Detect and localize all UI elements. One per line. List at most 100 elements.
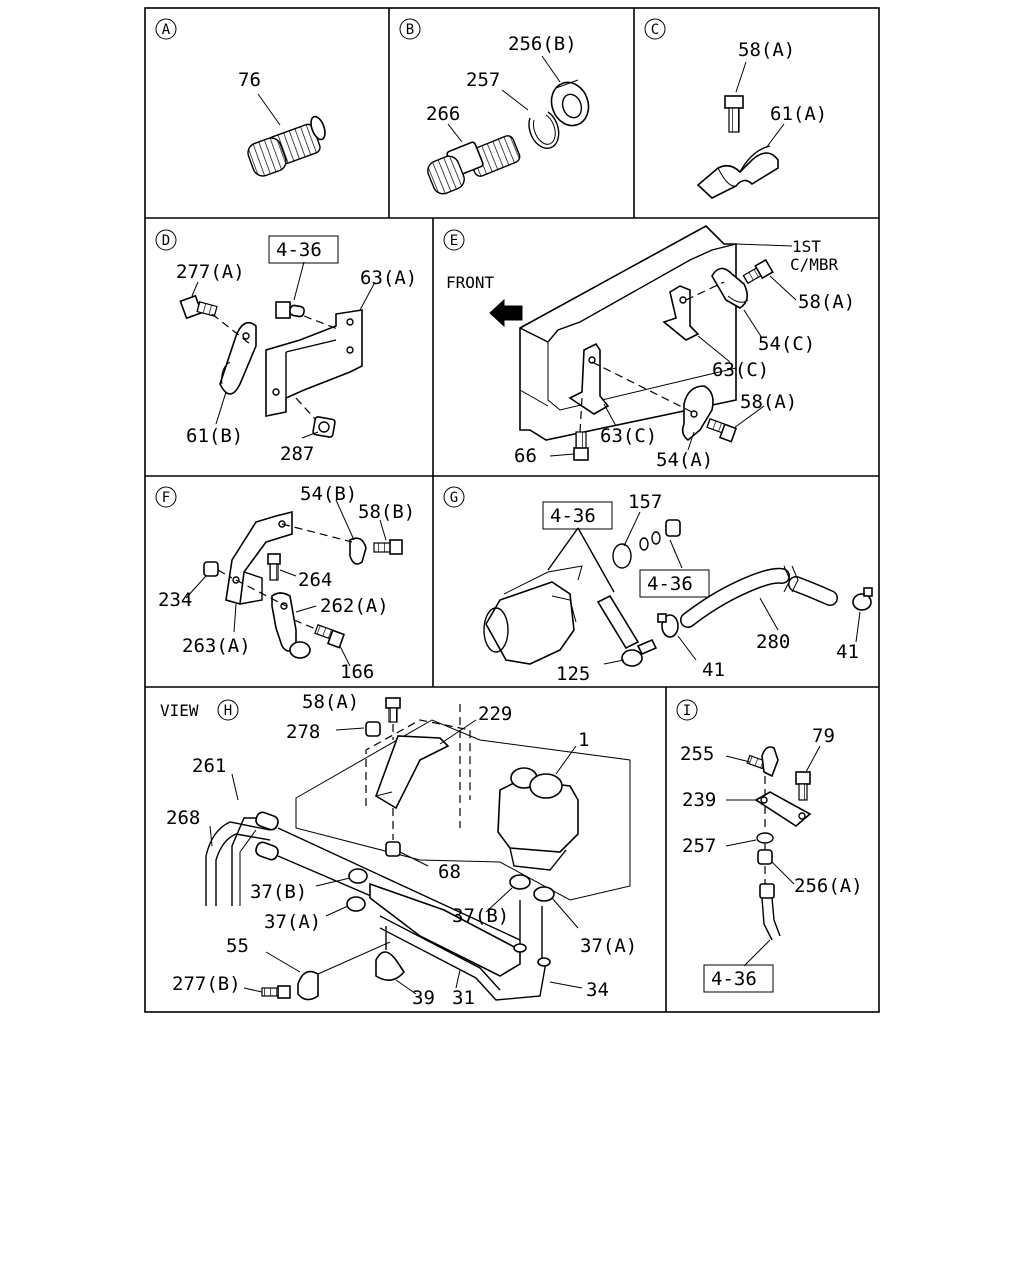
svg-text:D: D — [162, 233, 170, 249]
label-68: 68 — [438, 861, 461, 883]
part-157-oring-drawing — [612, 543, 632, 569]
label-61a: 61(A) — [770, 103, 827, 125]
label-63a: 63(A) — [360, 267, 417, 289]
leader-lines-a — [257, 93, 281, 126]
part-280-hose-drawing — [680, 565, 838, 628]
part-54b-clamp-drawing — [349, 537, 367, 565]
label-58b: 58(B) — [358, 501, 415, 523]
panel-e: E — [443, 225, 855, 471]
label-157: 157 — [628, 491, 662, 513]
part-1-reservoir-tank-drawing — [497, 767, 579, 871]
panel-d: D — [155, 229, 417, 465]
label-256a: 256(A) — [794, 875, 863, 897]
panel-a: A 76 — [155, 18, 326, 177]
label-58a: 58(A) — [738, 39, 795, 61]
hose-lines-drawing — [205, 811, 551, 1001]
label-261: 261 — [192, 755, 226, 777]
panel-b: B 256(B) 257 266 — [399, 18, 590, 195]
part-255-fitting-drawing — [746, 746, 779, 778]
part-61a-clamp-drawing — [696, 145, 779, 199]
part-37-clamps-drawing — [346, 868, 555, 912]
front-arrow-icon — [489, 298, 523, 328]
crossmember-drawing — [519, 225, 737, 441]
label-41-left: 41 — [702, 659, 725, 681]
part-263a-bracket-drawing — [225, 510, 293, 606]
part-257-washer-i-drawing — [756, 832, 774, 844]
leader-lines-d — [191, 261, 375, 439]
part-234-nut-drawing — [203, 561, 219, 577]
part-58a-bolt-lower-drawing — [706, 418, 738, 443]
part-63c-bracket-upper-drawing — [662, 285, 700, 341]
label-125: 125 — [556, 663, 590, 685]
svg-text:C: C — [651, 22, 659, 38]
pump-reservoir-drawing — [483, 565, 583, 665]
label-257: 257 — [466, 69, 500, 91]
label-4-36-g-lower: 4-36 — [647, 573, 693, 595]
label-1st: 1ST — [792, 237, 821, 256]
label-234: 234 — [158, 589, 192, 611]
label-37b-right: 37(B) — [452, 905, 509, 927]
part-287-nut-drawing — [312, 416, 336, 438]
part-256b-nut-drawing — [550, 79, 590, 127]
label-255: 255 — [680, 743, 714, 765]
label-37a-right: 37(A) — [580, 935, 637, 957]
part-125-fitting-drawing — [596, 594, 658, 667]
svg-text:F: F — [162, 490, 170, 506]
leader-lines-c — [735, 61, 785, 149]
label-31: 31 — [452, 987, 475, 1009]
label-view: VIEW — [160, 701, 199, 720]
leader-lines-e — [549, 243, 797, 457]
label-239: 239 — [682, 789, 716, 811]
label-54c: 54(C) — [758, 333, 815, 355]
label-c-mbr: C/MBR — [790, 255, 839, 274]
leader-lines-f — [185, 499, 387, 667]
panel-c: C 58(A) 61(A) — [644, 18, 827, 199]
ref-box-4-36-g-upper — [542, 501, 613, 530]
panel-f: F — [155, 483, 415, 683]
label-63c-lower: 63(C) — [600, 425, 657, 447]
panel-h-badge: H — [217, 699, 239, 721]
label-278: 278 — [286, 721, 320, 743]
part-41-clamp-left-drawing — [657, 613, 679, 638]
part-58b-bolt-drawing — [373, 539, 403, 555]
label-58a-upper: 58(A) — [798, 291, 855, 313]
part-277b-bolt-drawing — [261, 985, 291, 999]
part-277a-bolt-drawing — [179, 294, 218, 320]
panel-h: VIEW H — [160, 691, 637, 1009]
part-262a-clamp-drawing — [271, 592, 311, 659]
svg-text:E: E — [450, 233, 458, 249]
label-54a: 54(A) — [656, 449, 713, 471]
panel-i-badge: I — [676, 699, 698, 721]
panel-e-badge: E — [443, 229, 465, 251]
part-166-bolt-drawing — [314, 624, 346, 649]
part-266-nipple-drawing — [427, 135, 521, 195]
part-39-clamp-drawing — [375, 926, 406, 981]
part-54c-clamp-drawing — [711, 267, 749, 309]
part-264-bolt-drawing — [267, 553, 281, 581]
label-280: 280 — [756, 631, 790, 653]
ref-box-4-36-g-lower — [639, 569, 710, 598]
label-55: 55 — [226, 935, 249, 957]
label-37b-left: 37(B) — [250, 881, 307, 903]
part-68-nut-drawing — [385, 841, 401, 857]
label-front: FRONT — [446, 273, 495, 292]
part-63a-bracket-drawing — [265, 309, 363, 417]
part-58a-bolt-drawing — [724, 95, 744, 133]
label-76: 76 — [238, 69, 261, 91]
panel-c-badge: C — [644, 18, 666, 40]
panel-b-badge: B — [399, 18, 421, 40]
label-277b: 277(B) — [172, 973, 241, 995]
panel-f-badge: F — [155, 486, 177, 508]
part-63c-bracket-lower-drawing — [568, 342, 610, 415]
label-41-right: 41 — [836, 641, 859, 663]
panel-g-badge: G — [443, 486, 465, 508]
label-61b: 61(B) — [186, 425, 243, 447]
svg-text:A: A — [162, 22, 171, 38]
part-278-nut-drawing — [365, 721, 381, 737]
ref-box-4-36-i — [703, 964, 774, 993]
panel-g: G — [443, 486, 873, 685]
label-256b: 256(B) — [508, 33, 577, 55]
label-257-i: 257 — [682, 835, 716, 857]
part-41-clamp-right-drawing — [852, 587, 873, 611]
